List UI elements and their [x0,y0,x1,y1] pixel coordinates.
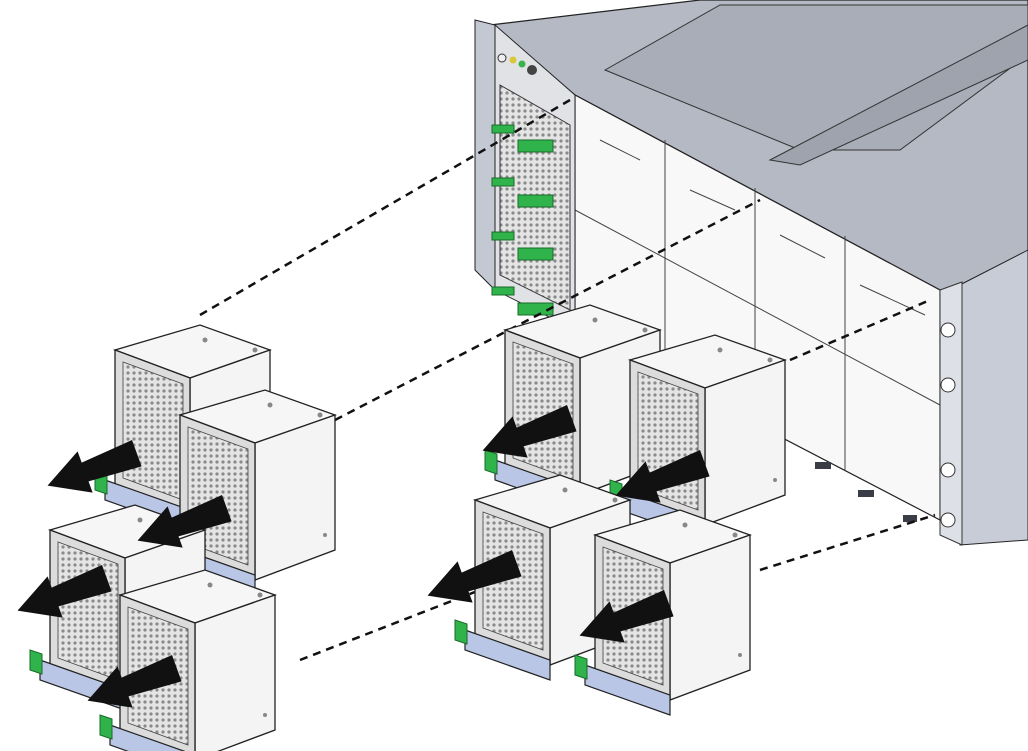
guide-lines [199,98,936,662]
installed-fan-handles [491,124,554,316]
left-rack-ear [474,19,496,292]
server-chassis [474,0,1028,546]
status-leds [497,53,537,75]
fan-module [609,334,786,541]
rear-slots [815,462,917,522]
right-rack-ear [939,281,963,546]
fan-bay-cells [574,139,941,470]
fan-module [99,569,276,751]
cover-seam [768,24,1028,166]
